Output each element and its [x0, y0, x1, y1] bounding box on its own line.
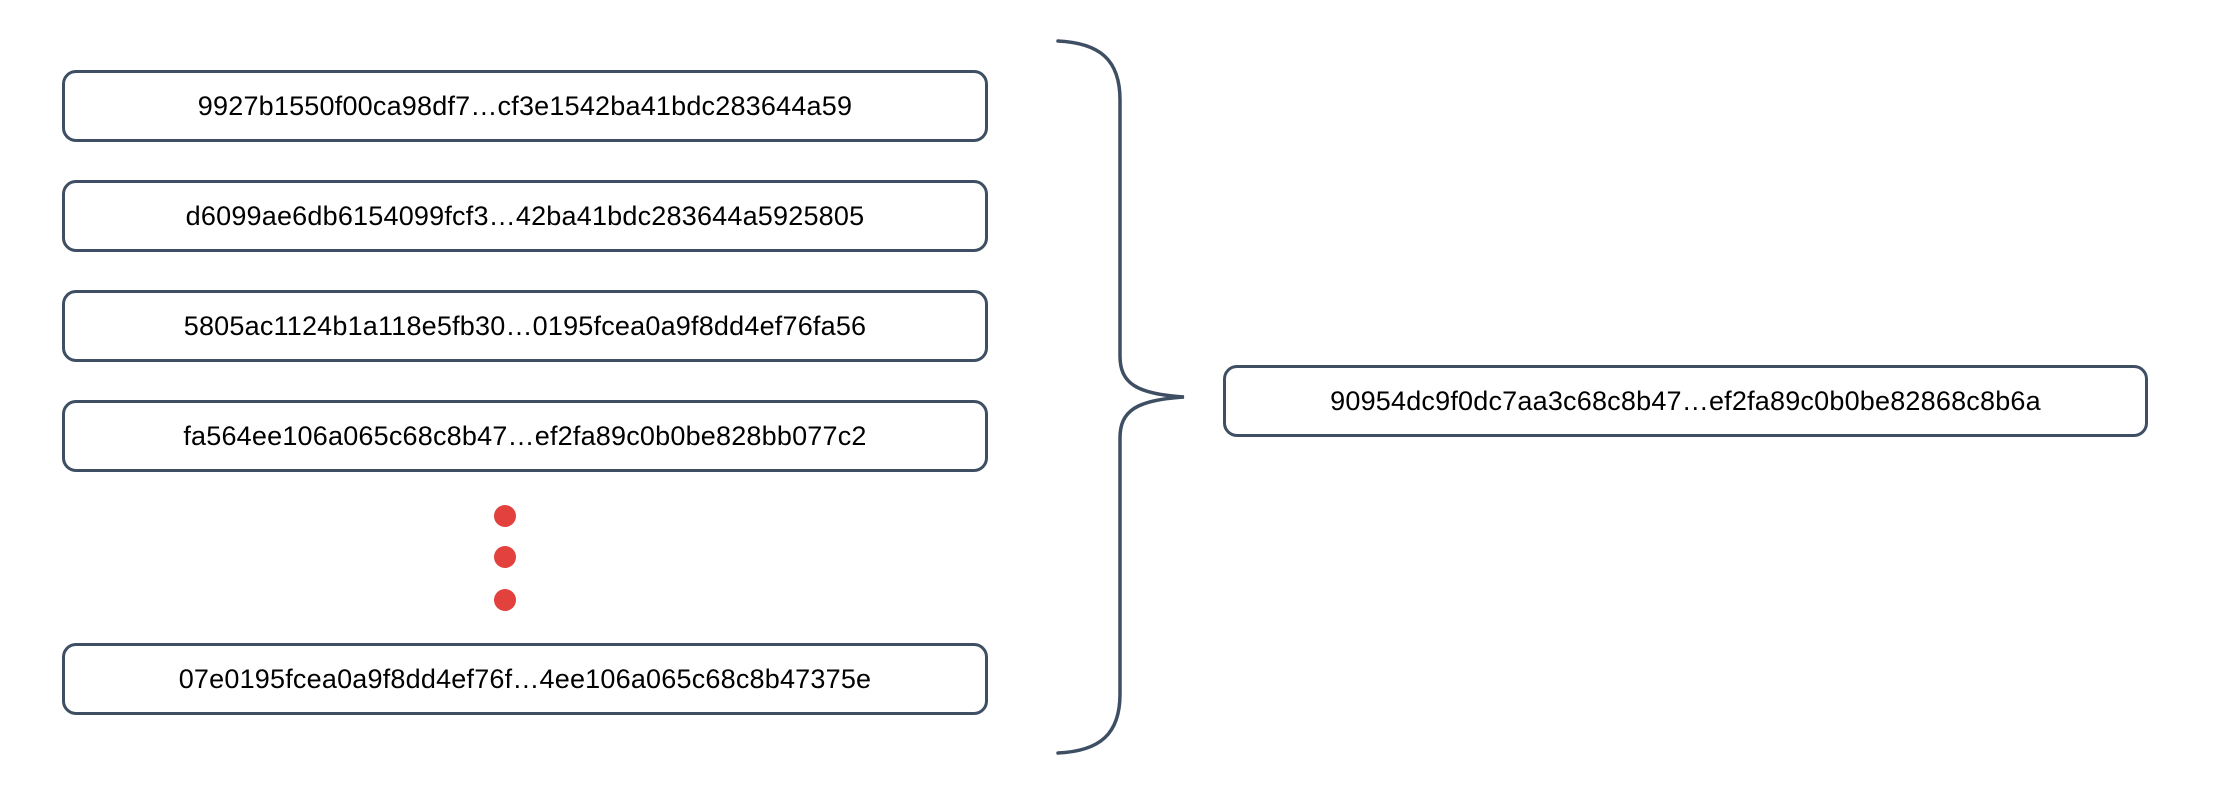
hash-block-4: fa564ee106a065c68c8b47…ef2fa89c0b0be828b…	[62, 400, 988, 472]
ellipsis-dot-icon	[494, 589, 516, 611]
ellipsis-dot-icon	[494, 505, 516, 527]
hash-block-2-label: d6099ae6db6154099fcf3…42ba41bdc283644a59…	[185, 200, 865, 231]
hash-block-2: d6099ae6db6154099fcf3…42ba41bdc283644a59…	[62, 180, 988, 252]
hash-block-last-label: 07e0195fcea0a9f8dd4ef76f…4ee106a065c68c8…	[178, 663, 872, 694]
result-hash-block: 90954dc9f0dc7aa3c68c8b47…ef2fa89c0b0be82…	[1223, 365, 2148, 437]
hash-block-3-label: 5805ac1124b1a118e5fb30…0195fcea0a9f8dd4e…	[183, 310, 867, 341]
curly-brace-icon	[1056, 39, 1185, 755]
result-hash-label: 90954dc9f0dc7aa3c68c8b47…ef2fa89c0b0be82…	[1330, 385, 2041, 416]
hash-block-1: 9927b1550f00ca98df7…cf3e1542ba41bdc28364…	[62, 70, 988, 142]
hash-block-3: 5805ac1124b1a118e5fb30…0195fcea0a9f8dd4e…	[62, 290, 988, 362]
ellipsis-dot-icon	[494, 546, 516, 568]
hash-block-1-label: 9927b1550f00ca98df7…cf3e1542ba41bdc28364…	[197, 90, 853, 121]
hash-block-4-label: fa564ee106a065c68c8b47…ef2fa89c0b0be828b…	[183, 420, 867, 451]
hash-block-last: 07e0195fcea0a9f8dd4ef76f…4ee106a065c68c8…	[62, 643, 988, 715]
